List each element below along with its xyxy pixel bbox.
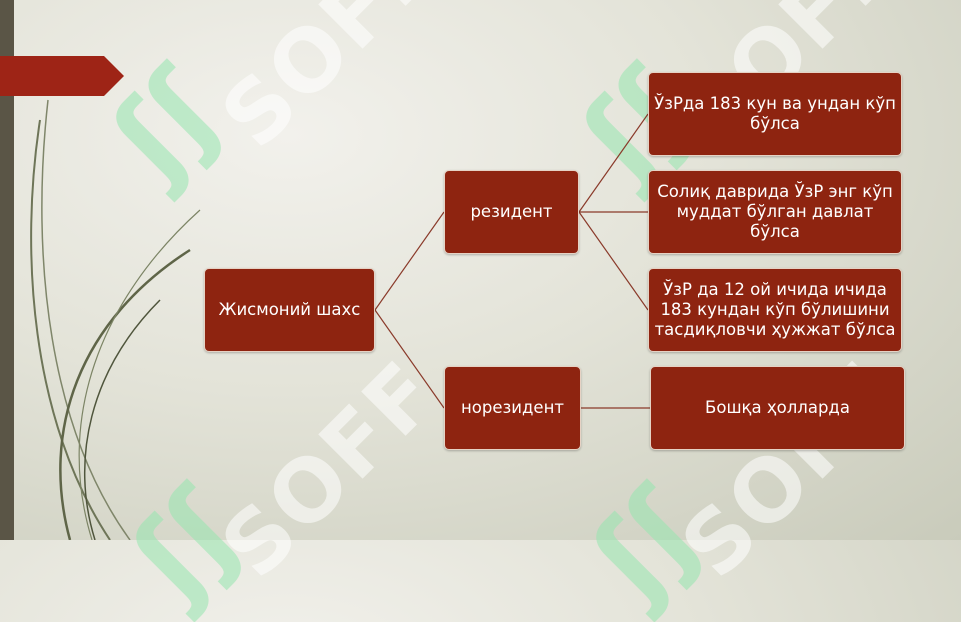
connector-lines [374,113,650,409]
left-accent-bar [0,0,14,540]
node-nonresident-condition-1: Бошқа ҳолларда [650,366,905,450]
connector-root-nonresident [374,309,445,409]
connector-resident-c3 [578,211,649,311]
node-label: резидент [470,201,553,221]
node-label: ЎзР да 12 ой ичида ичида 183 кундан кўп … [654,279,896,340]
connector-root-resident [374,211,445,311]
decorative-curves [30,99,201,540]
node-label: норезидент [461,397,564,417]
connector-resident-c1 [578,113,649,213]
node-nonresident: норезидент [444,366,581,450]
node-label: Жисмоний шахс [218,299,361,319]
node-resident-condition-2: Солиқ даврида ЎзР энг кўп муддат бўлган … [648,170,902,254]
node-individual: Жисмоний шахс [204,268,375,352]
node-label: Солиқ даврида ЎзР энг кўп муддат бўлган … [657,181,893,242]
node-resident-condition-1: ЎзРда 183 кун ва ундан кўп бўлса [648,72,902,156]
node-label: Бошқа ҳолларда [705,397,850,417]
node-label: ЎзРда 183 кун ва ундан кўп бўлса [654,93,896,133]
node-resident-condition-3: ЎзР да 12 ой ичида ичида 183 кундан кўп … [648,268,902,352]
title-banner-arrow [0,56,124,96]
node-resident: резидент [444,170,579,254]
